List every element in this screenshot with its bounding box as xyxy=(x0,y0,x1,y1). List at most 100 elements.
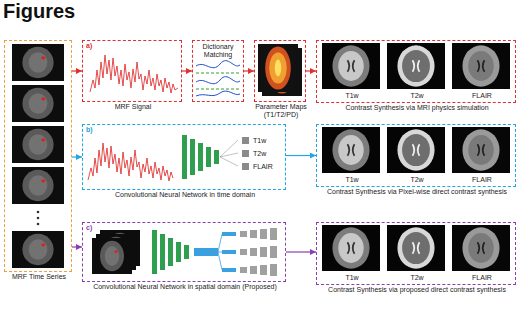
dictionary-curve xyxy=(196,61,240,68)
panel-label: T2w xyxy=(410,176,423,184)
decoder-layer xyxy=(240,267,247,273)
dashed-panel: Dictionary Matching xyxy=(192,40,244,102)
cnn-layer xyxy=(160,234,165,270)
panel-label: T1w xyxy=(345,92,358,100)
mrf-signal xyxy=(90,55,178,93)
panel-label: FLAIR xyxy=(472,92,492,100)
dictionary-curve xyxy=(196,91,240,96)
latent-layer xyxy=(194,248,218,256)
t1w-image xyxy=(322,43,380,89)
decoder-layer xyxy=(222,268,236,272)
dashed-panel: MRF Time Series xyxy=(4,40,72,272)
decoder-layer xyxy=(240,231,247,237)
flow-arrow xyxy=(244,70,254,71)
figure-title: Figures xyxy=(3,0,75,22)
dashed-panel: T1wT2wFLAIRContrast Synthesis via MRI ph… xyxy=(316,40,516,103)
cnn-layer xyxy=(182,135,187,179)
panel-caption: Contrast Synthesis via Pixel-wise direct… xyxy=(317,188,517,196)
mrf-signal xyxy=(88,143,173,181)
flair-image xyxy=(452,43,510,89)
flair-image xyxy=(452,127,510,173)
cnn-layer xyxy=(198,143,203,171)
output-wire xyxy=(220,157,238,166)
decoder-layer xyxy=(240,249,247,255)
dashed-panel: b)T1wT2wFLAIRConvolutional Neural Networ… xyxy=(82,124,286,190)
decoder-layer xyxy=(260,247,267,257)
dashed-panel: Parameter Maps (T1/T2/PD) xyxy=(254,40,306,102)
decoder-layer xyxy=(250,230,257,238)
mrf-frame xyxy=(12,85,64,122)
flow-arrow xyxy=(182,70,192,71)
panel-label: T2w xyxy=(410,274,423,282)
branch-wire xyxy=(218,234,222,252)
panel-label: T1w xyxy=(345,176,358,184)
output-wire xyxy=(220,153,238,157)
match-line xyxy=(196,89,240,90)
mrf-frame xyxy=(12,126,64,163)
cnn-layer xyxy=(168,238,173,266)
parameter-map xyxy=(258,44,298,92)
panel-label: FLAIR xyxy=(472,274,492,282)
t2w-image xyxy=(387,127,445,173)
panel-label: T2w xyxy=(410,92,423,100)
cnn-layer xyxy=(214,150,219,164)
output-square xyxy=(242,163,249,170)
dashed-panel: c)Convolutional Neural Network in spatia… xyxy=(82,222,286,282)
output-square xyxy=(242,137,249,144)
cnn-layer xyxy=(152,230,157,274)
mrf-frame xyxy=(12,167,64,204)
mrf-frame xyxy=(92,238,132,274)
panel-letter: c) xyxy=(86,224,92,232)
panel-caption: Contrast Synthesis via MRI physics simul… xyxy=(317,104,517,112)
match-line xyxy=(196,73,240,74)
flow-arrow xyxy=(286,251,316,252)
ellipsis-dot xyxy=(37,211,40,214)
flow-arrow xyxy=(72,70,82,71)
t1w-image xyxy=(322,127,380,173)
decoder-layer xyxy=(260,229,267,239)
flow-arrow xyxy=(286,155,316,156)
ellipsis-dot xyxy=(37,217,40,220)
panel-caption: MRF Signal xyxy=(83,103,183,111)
decoder-layer xyxy=(222,250,236,254)
t1w-image xyxy=(322,225,380,271)
dashed-panel: a)MRF Signal xyxy=(82,40,182,102)
decoder-layer xyxy=(250,248,257,256)
panel-letter: b) xyxy=(86,126,93,134)
dashed-panel: T1wT2wFLAIRContrast Synthesis via Pixel-… xyxy=(316,124,516,187)
panel-letter: a) xyxy=(86,42,92,50)
panel-caption: MRF Time Series xyxy=(5,273,73,281)
cnn-layer xyxy=(184,245,189,259)
branch-wire xyxy=(218,252,222,253)
panel-label: T1w xyxy=(345,274,358,282)
decoder-layer xyxy=(250,266,257,274)
mrf-frame xyxy=(12,44,64,81)
panel-label: T2w xyxy=(253,150,266,158)
panel-caption: Parameter Maps (T1/T2/PD) xyxy=(247,103,315,119)
decoder-layer xyxy=(222,232,236,236)
decoder-layer xyxy=(260,265,267,275)
panel-caption: Convolutional Neural Network in time dom… xyxy=(83,191,287,199)
t2w-image xyxy=(387,43,445,89)
decoder-layer xyxy=(270,264,277,276)
panel-label: Dictionary Matching xyxy=(195,43,241,59)
panel-label: FLAIR xyxy=(472,176,492,184)
dictionary-curve xyxy=(196,77,240,84)
ellipsis-dot xyxy=(37,223,40,226)
flair-image xyxy=(452,225,510,271)
flow-arrow xyxy=(72,246,82,247)
panel-label: FLAIR xyxy=(253,163,273,171)
dashed-panel: T1wT2wFLAIRContrast Synthesis via propos… xyxy=(316,222,516,285)
flow-arrow xyxy=(306,70,316,71)
t2w-image xyxy=(387,225,445,271)
mrf-frame xyxy=(12,231,64,268)
cnn-layer xyxy=(176,242,181,262)
panel-caption: Convolutional Neural Network in spatial … xyxy=(83,283,287,291)
flow-arrow xyxy=(72,156,82,157)
decoder-layer xyxy=(270,228,277,240)
output-square xyxy=(242,150,249,157)
output-wire xyxy=(220,140,238,157)
cnn-layer xyxy=(190,139,195,175)
